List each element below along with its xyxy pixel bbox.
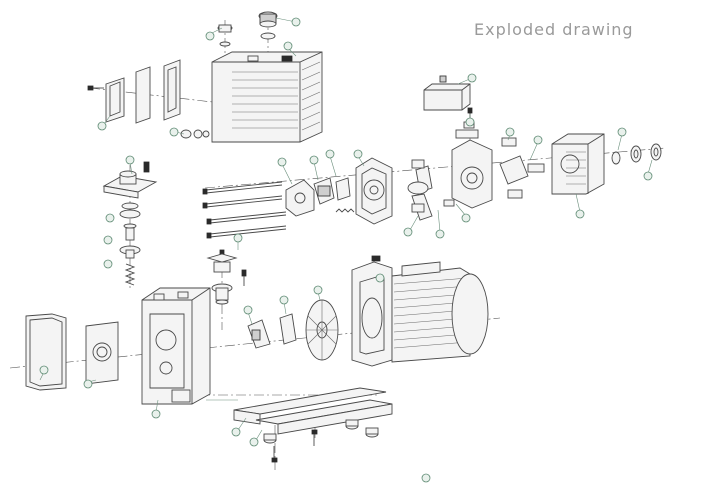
- callout-markers: [39, 17, 653, 483]
- housing-gasket: [25, 313, 67, 391]
- callout-marker: [575, 209, 585, 219]
- callout-marker: [169, 127, 179, 137]
- callout-marker: [83, 379, 93, 389]
- rotor-vane: [335, 177, 351, 201]
- callout-marker: [97, 121, 107, 131]
- callout-marker: [617, 127, 627, 137]
- callout-marker: [467, 73, 477, 83]
- vane-spring: [335, 208, 355, 213]
- pump-rotor: [247, 319, 271, 349]
- callout-marker: [125, 155, 135, 165]
- callout-marker: [353, 149, 363, 159]
- base-rail-front: [233, 387, 387, 425]
- callout-marker: [403, 227, 413, 237]
- callout-marker: [249, 437, 259, 447]
- stator-housing: [355, 157, 393, 225]
- callout-marker: [283, 41, 293, 51]
- callout-marker: [243, 305, 253, 315]
- exhaust-filter: [423, 75, 471, 111]
- pump-body: [141, 287, 211, 405]
- callout-marker: [105, 213, 115, 223]
- rubber-feet: [263, 419, 379, 444]
- callout-marker: [421, 473, 431, 483]
- callout-marker: [465, 117, 475, 127]
- callout-marker: [375, 273, 385, 283]
- shaft-seal-set: [611, 143, 662, 165]
- oil-reservoir: [211, 51, 323, 143]
- spacer: [279, 313, 297, 345]
- callout-marker: [291, 17, 301, 27]
- gas-ballast-valve: [102, 161, 158, 286]
- callout-marker: [435, 229, 445, 239]
- drive-coupling: [499, 137, 545, 199]
- exhaust-valve: [206, 249, 247, 305]
- rotor: [313, 177, 335, 205]
- inlet-flange: [85, 321, 119, 385]
- base-rail-rear: [255, 399, 393, 435]
- callout-marker: [325, 149, 335, 159]
- coupling-housing: [551, 133, 605, 195]
- callout-marker: [309, 155, 319, 165]
- reservoir-screw: [87, 85, 104, 91]
- drawing-title: Exploded drawing: [474, 20, 634, 39]
- seal-plate: [411, 159, 425, 213]
- callout-marker: [643, 171, 653, 181]
- fill-plug: [217, 24, 233, 47]
- callout-marker: [39, 365, 49, 375]
- callout-marker: [151, 409, 161, 419]
- callout-marker: [231, 427, 241, 437]
- tie-rods: [202, 181, 287, 239]
- callout-marker: [313, 285, 323, 295]
- callout-marker: [461, 213, 471, 223]
- front-plate: [285, 179, 315, 217]
- cooling-fan: [305, 299, 339, 361]
- bearing-housing: [443, 107, 493, 209]
- callout-marker: [103, 259, 113, 269]
- callout-marker: [277, 157, 287, 167]
- callout-marker: [279, 295, 289, 305]
- reservoir-gasket: [105, 77, 125, 123]
- callout-marker: [103, 235, 113, 245]
- base-screw: [271, 429, 318, 463]
- electric-motor: [351, 255, 489, 367]
- callout-marker: [233, 233, 243, 243]
- callout-marker: [505, 127, 515, 137]
- drain-plug: [180, 129, 210, 139]
- callout-marker: [533, 135, 543, 145]
- callout-marker: [205, 31, 215, 41]
- filler-cap: [258, 11, 278, 40]
- sight-glass-frame: [135, 59, 181, 124]
